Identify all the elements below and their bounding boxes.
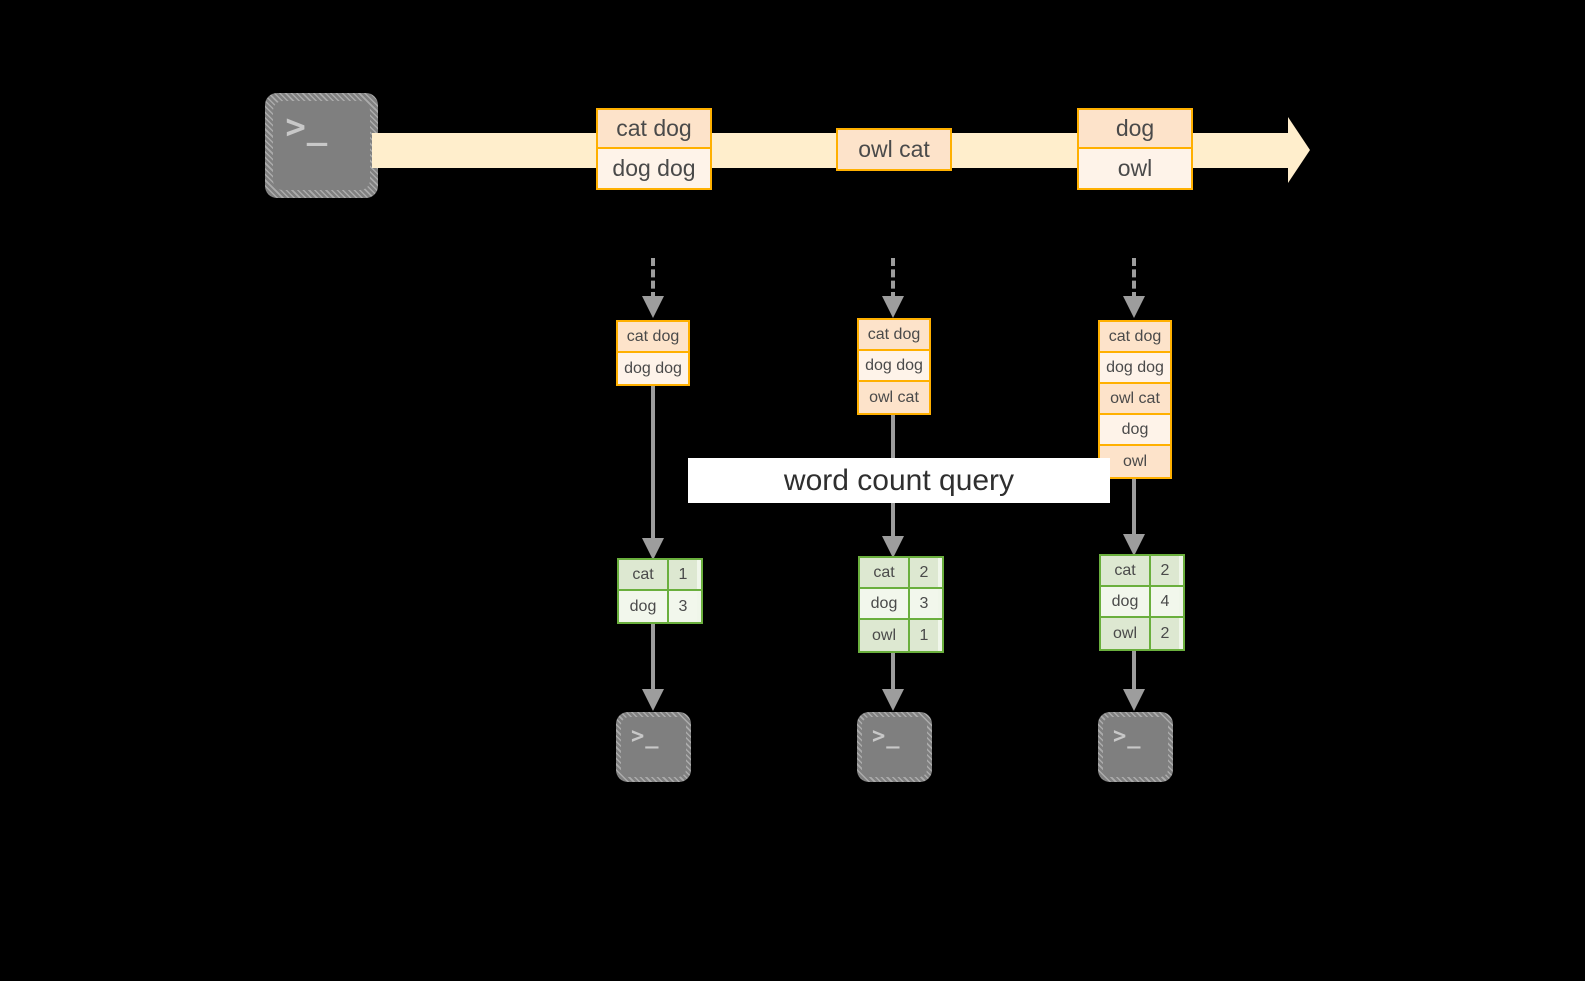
terminal-prompt-glyph: >_ [1113,724,1142,749]
snapshot-1-dashed-arrowhead-icon [642,296,664,318]
stream-event-group-1: cat dog dog dog [596,108,712,190]
snapshot-3-to-consumer-connector [1132,651,1136,693]
producer-terminal-icon: >_ [265,93,378,198]
snapshot-record: owl cat [1100,384,1170,415]
result-word: owl [1101,618,1151,649]
snapshot-record: cat dog [859,320,929,351]
query-label-band: word count query [688,458,1110,503]
snapshot-record: cat dog [1100,322,1170,353]
terminal-prompt-glyph: >_ [285,106,329,147]
result-count: 3 [669,591,697,622]
result-word: cat [1101,556,1151,585]
snapshot-3-dashed-arrowhead-icon [1123,296,1145,318]
stream-record: owl [1079,149,1191,188]
snapshot-record: dog dog [859,351,929,382]
snapshot-1-to-consumer-arrowhead-icon [642,689,664,711]
snapshot-3-result-table: cat 2 dog 4 owl 2 [1099,554,1185,651]
snapshot-1-to-result-connector [651,386,655,541]
result-count: 1 [669,560,697,589]
result-count: 3 [910,589,938,618]
result-row: cat 2 [860,558,942,589]
query-label-text: word count query [783,463,1015,497]
stream-record: dog [1079,110,1191,149]
snapshot-3-to-result-connector [1132,479,1136,537]
result-row: owl 2 [1101,618,1183,649]
snapshot-record: dog [1100,415,1170,446]
stream-record: dog dog [598,149,710,188]
result-word: dog [860,589,910,618]
result-word: owl [860,620,910,651]
snapshot-record: cat dog [618,322,688,353]
result-word: cat [860,558,910,587]
snapshot-2-to-consumer-connector [891,653,895,693]
result-row: dog 3 [860,589,942,620]
terminal-face [621,717,686,777]
snapshot-3-record-stack: cat dog dog dog owl cat dog owl [1098,320,1172,479]
snapshot-1-record-stack: cat dog dog dog [616,320,690,386]
consumer-terminal-icon-2: >_ [857,712,932,782]
consumer-terminal-icon-1: >_ [616,712,691,782]
result-word: dog [1101,587,1151,616]
snapshot-3-to-result-arrowhead-icon [1123,534,1145,556]
result-count: 1 [910,620,938,651]
snapshot-2-record-stack: cat dog dog dog owl cat [857,318,931,415]
result-count: 2 [1151,556,1179,585]
stream-record: cat dog [598,110,710,149]
snapshot-1-to-result-arrowhead-icon [642,538,664,560]
snapshot-2-result-table: cat 2 dog 3 owl 1 [858,556,944,653]
terminal-prompt-glyph: >_ [631,724,660,749]
terminal-face [273,101,370,190]
snapshot-2-to-consumer-arrowhead-icon [882,689,904,711]
result-count: 2 [1151,618,1179,649]
snapshot-1-result-table: cat 1 dog 3 [617,558,703,624]
result-row: dog 4 [1101,587,1183,618]
result-count: 4 [1151,587,1179,616]
snapshot-3-to-consumer-arrowhead-icon [1123,689,1145,711]
stream-arrow-head-icon [1288,117,1310,183]
stream-event-group-2: owl cat [836,128,952,171]
terminal-face [1103,717,1168,777]
result-row: cat 1 [619,560,701,591]
consumer-terminal-icon-3: >_ [1098,712,1173,782]
snapshot-1-dashed-connector [651,258,655,300]
stream-record: owl cat [838,130,950,169]
snapshot-1-to-consumer-connector [651,624,655,692]
stream-event-group-3: dog owl [1077,108,1193,190]
snapshot-record: owl [1100,446,1170,477]
snapshot-2-dashed-arrowhead-icon [882,296,904,318]
snapshot-2-dashed-connector [891,258,895,300]
terminal-prompt-glyph: >_ [872,724,901,749]
result-row: dog 3 [619,591,701,622]
snapshot-record: owl cat [859,382,929,413]
snapshot-2-to-result-arrowhead-icon [882,536,904,558]
terminal-face [862,717,927,777]
snapshot-3-dashed-connector [1132,258,1136,300]
result-row: cat 2 [1101,556,1183,587]
result-word: dog [619,591,669,622]
result-count: 2 [910,558,938,587]
result-word: cat [619,560,669,589]
snapshot-record: dog dog [1100,353,1170,384]
snapshot-record: dog dog [618,353,688,384]
result-row: owl 1 [860,620,942,651]
